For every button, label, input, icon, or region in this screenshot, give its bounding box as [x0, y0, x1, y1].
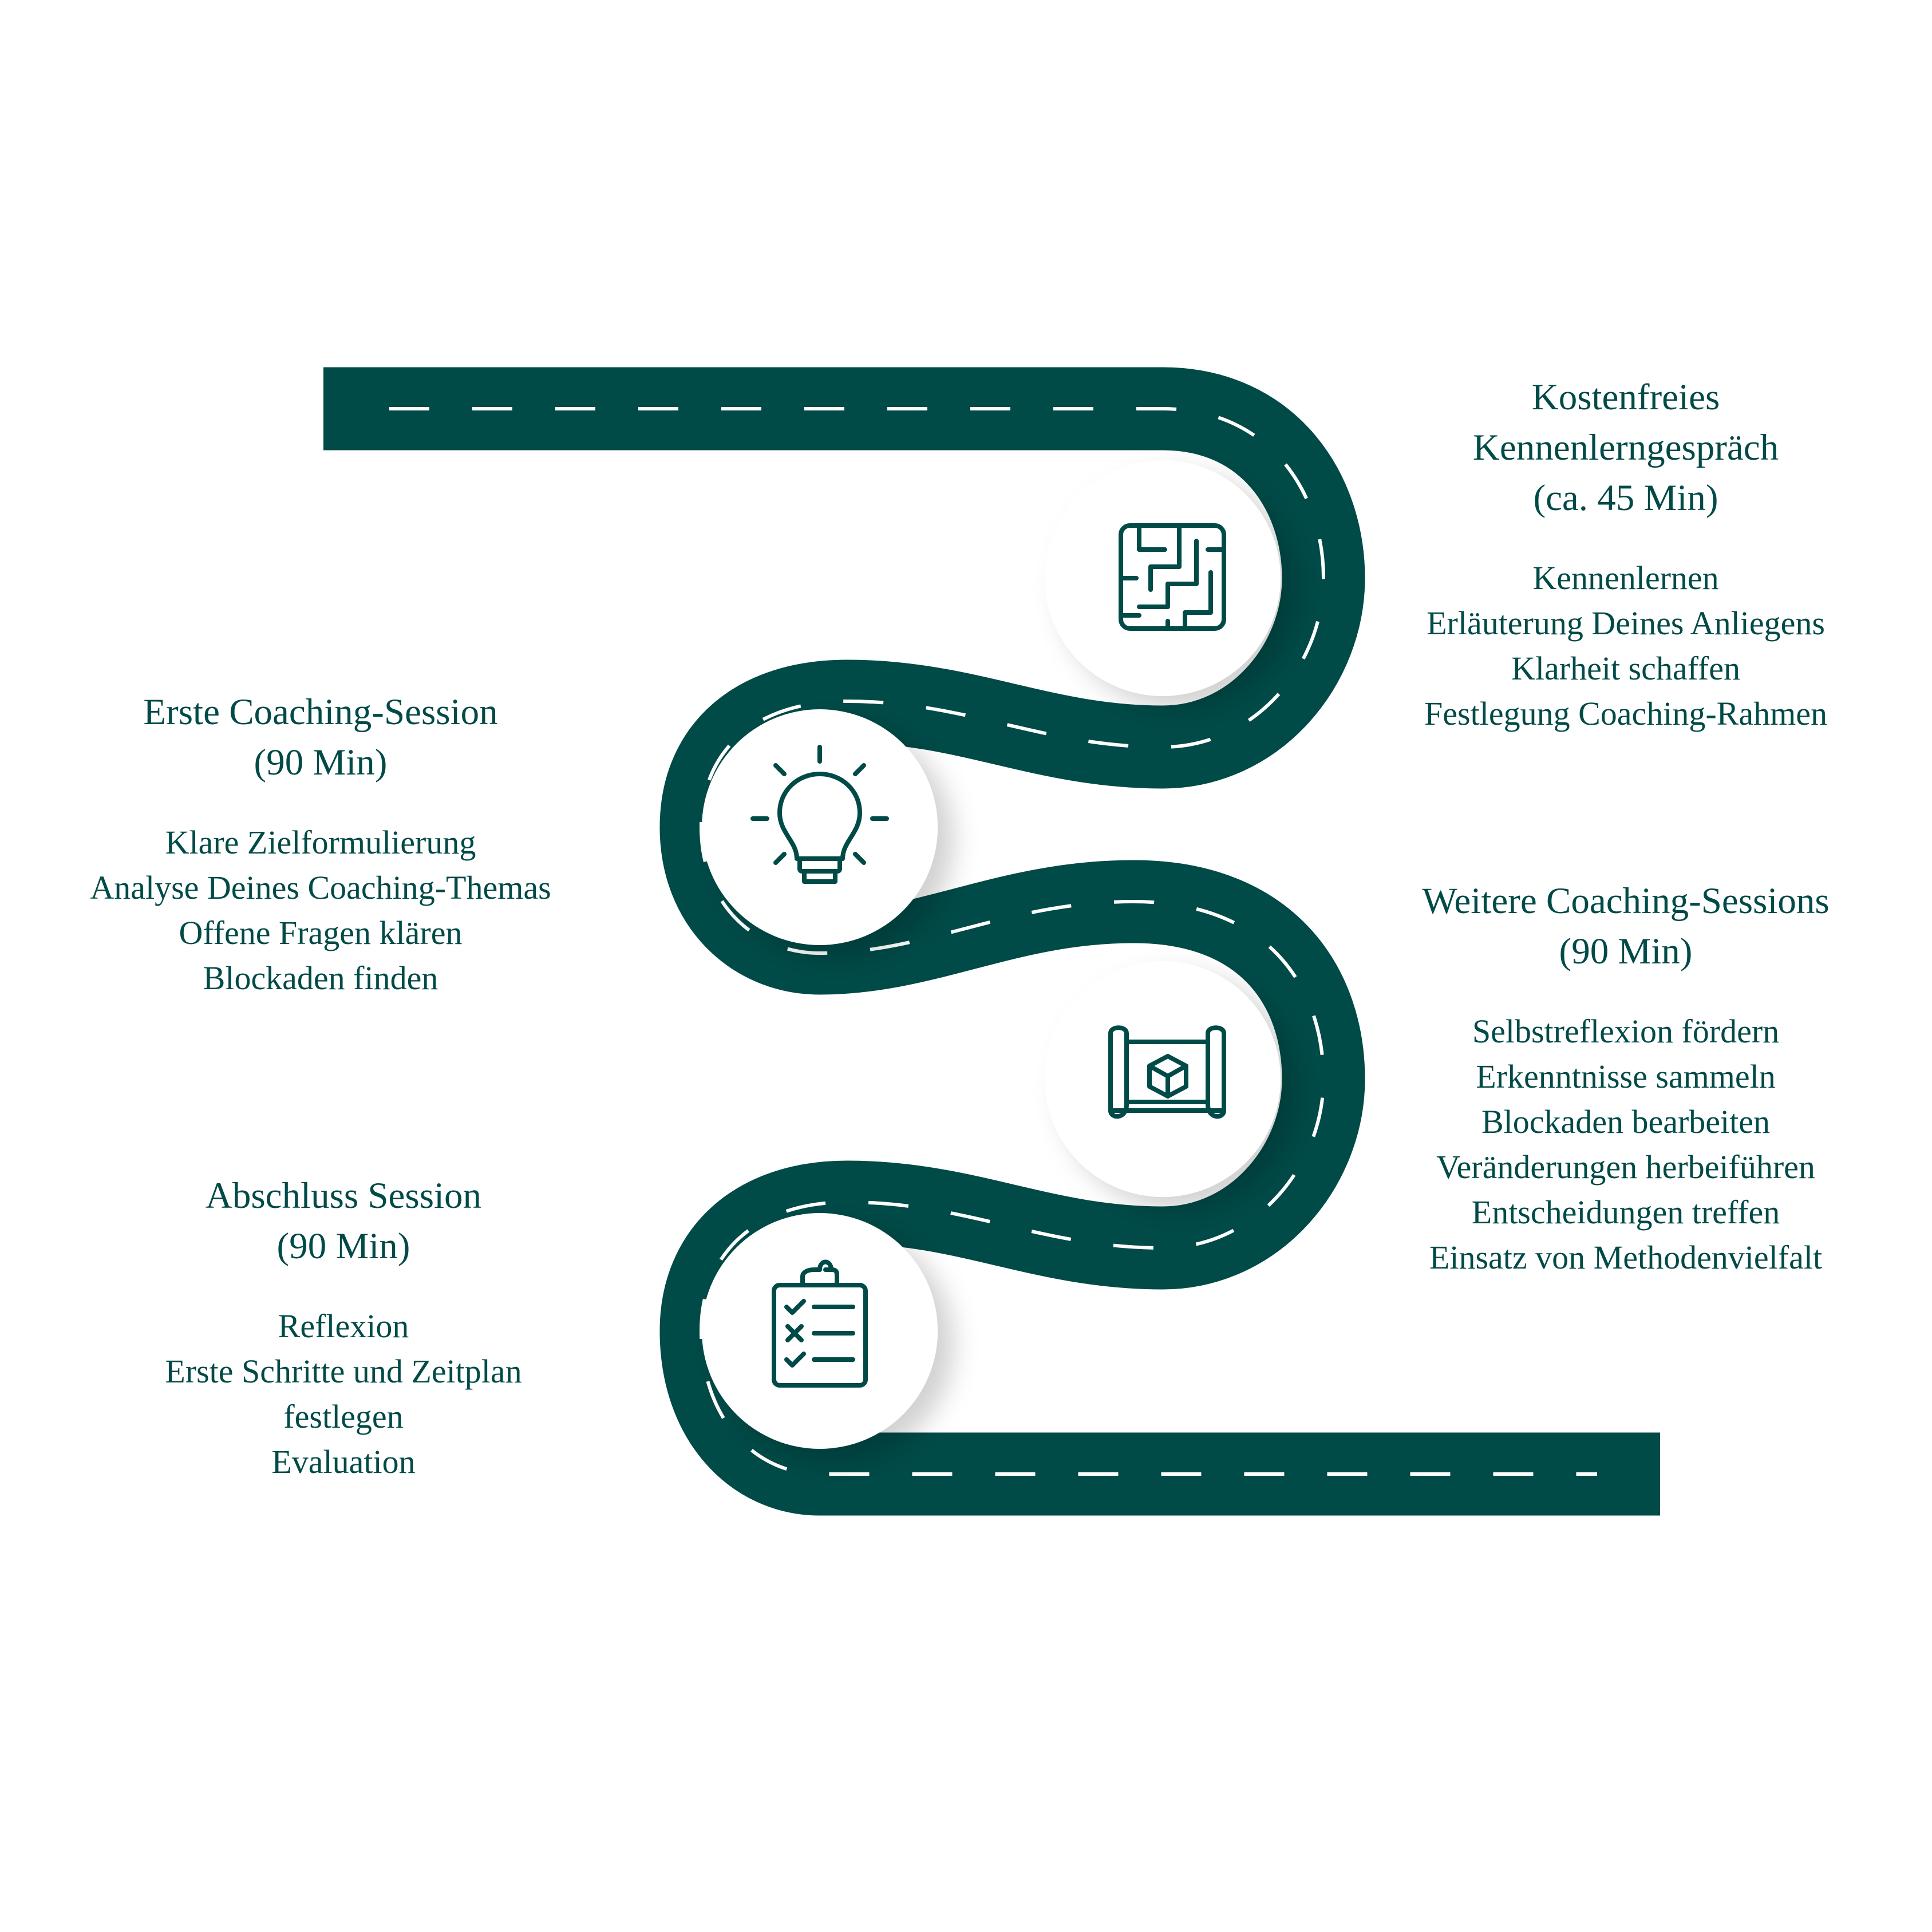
step-2-item: Blockaden finden [203, 959, 438, 997]
maze-icon [1119, 523, 1226, 631]
step-circle-3 [1045, 961, 1281, 1197]
step-1-block: Kostenfreies Kennenlerngespräch (ca. 45 … [1362, 372, 1889, 736]
checklist-icon [772, 1259, 868, 1388]
step-1-title-line-1: Kostenfreies [1531, 377, 1720, 418]
step-2-duration: (90 Min) [254, 742, 388, 783]
step-4-item: Reflexion [278, 1307, 409, 1345]
step-3-duration: (90 Min) [1559, 931, 1693, 972]
step-3-block: Weitere Coaching-Sessions (90 Min) Selbs… [1357, 876, 1895, 1280]
step-2-title: Erste Coaching-Session [143, 692, 498, 733]
lightbulb-icon [750, 745, 889, 884]
step-4-items: Reflexion Erste Schritte und Zeitplan fe… [74, 1303, 613, 1484]
step-2-item: Offene Fragen klären [179, 914, 463, 951]
step-4-duration: (90 Min) [276, 1226, 410, 1267]
road-center-dashes [389, 407, 1597, 1476]
step-1-duration: (ca. 45 Min) [1533, 477, 1718, 519]
step-1-items: Kennenlernen Erläuterung Deines Anliegen… [1362, 555, 1889, 736]
step-4-item: festlegen [283, 1398, 404, 1435]
blueprint-icon [1108, 1025, 1226, 1119]
step-2-item: Analyse Deines Coaching-Themas [90, 869, 551, 906]
step-1-item: Kennenlernen [1532, 559, 1719, 596]
step-4-title: Abschluss Session [205, 1175, 482, 1216]
step-4-block: Abschluss Session (90 Min) Reflexion Ers… [74, 1171, 613, 1484]
step-circle-1 [1045, 460, 1281, 696]
step-4-item: Erste Schritte und Zeitplan [165, 1353, 522, 1390]
step-1-item: Klarheit schaffen [1511, 650, 1740, 687]
step-circle-2 [702, 709, 938, 945]
step-3-item: Entscheidungen treffen [1471, 1194, 1780, 1231]
step-3-item: Blockaden bearbeiten [1481, 1103, 1771, 1140]
step-3-item: Einsatz von Methodenvielfalt [1429, 1239, 1823, 1276]
step-2-item: Klare Zielformulierung [165, 824, 476, 861]
step-1-title-line-2: Kennenlerngespräch [1472, 427, 1779, 468]
step-4-item: Evaluation [271, 1443, 416, 1480]
step-2-items: Klare Zielformulierung Analyse Deines Co… [34, 820, 607, 1001]
step-3-item: Erkenntnisse sammeln [1476, 1058, 1776, 1095]
step-1-item: Erläuterung Deines Anliegens [1427, 605, 1825, 642]
step-2-block: Erste Coaching-Session (90 Min) Klare Zi… [34, 687, 607, 1001]
step-1-item: Festlegung Coaching-Rahmen [1424, 695, 1827, 732]
step-3-item: Selbstreflexion fördern [1472, 1013, 1780, 1050]
step-3-items: Selbstreflexion fördern Erkenntnisse sam… [1357, 1009, 1895, 1280]
step-3-title: Weitere Coaching-Sessions [1422, 880, 1830, 922]
step-3-item: Veränderungen herbeiführen [1436, 1148, 1815, 1186]
